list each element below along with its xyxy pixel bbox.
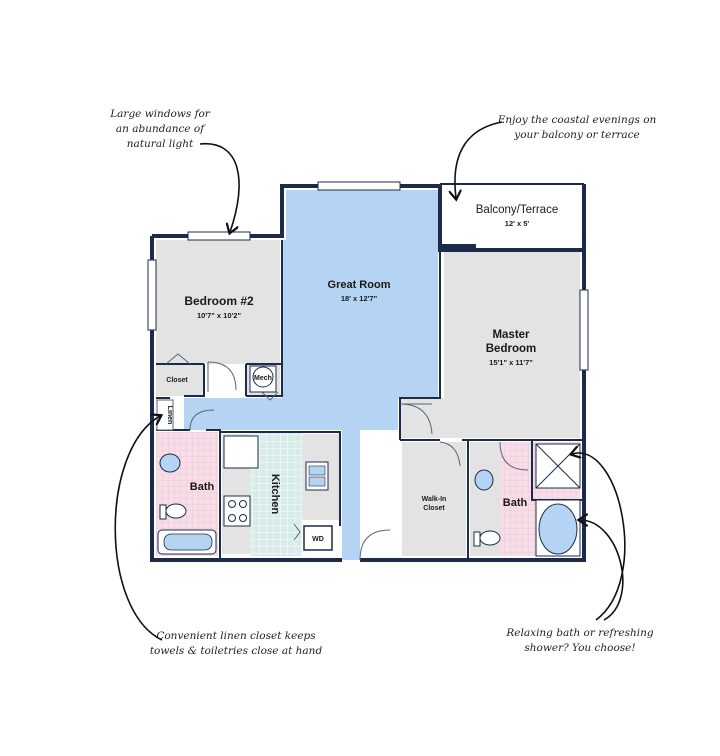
callout-balcony-arrow [455,121,503,198]
bath1-label: Bath [190,481,215,493]
windows [147,181,589,371]
bath2-toilet [479,530,501,546]
mech-unit [252,366,274,388]
stove [223,495,251,527]
callout-windows-line2: an abundance of [116,123,206,135]
master-dims: 15'1" x 11'7" [489,358,533,367]
callout-bath-line2: shower? You choose! [524,642,635,654]
mech-label: Mech [254,375,272,382]
bathtub-oval [538,503,578,555]
balcony-floor [440,188,580,246]
floors [156,188,580,560]
interior-walls [156,240,584,560]
balcony-dims: 12' x 5' [505,219,530,228]
doors [165,353,529,561]
fixtures [156,365,581,557]
great-room-floor [184,190,438,560]
closet-label: Closet [166,377,188,384]
fridge [223,435,259,469]
great-room-dims: 18' x 12'7" [341,294,378,303]
bath2-sink [474,469,494,491]
callout-bath-line1: Relaxing bath or refreshing [505,627,653,639]
walkin-line2: Closet [423,505,445,512]
callout-balcony: Enjoy the coastal evenings on your balco… [455,114,657,198]
bath1-sink [159,453,181,473]
callout-balcony-line1: Enjoy the coastal evenings on [497,114,657,126]
bedroom2-floor [156,240,280,364]
bedroom2-dims: 10'7" x 10'2" [197,311,241,320]
bedroom2-name: Bedroom #2 [184,294,254,308]
callout-linen-arrow [114,416,162,641]
balcony-name: Balcony/Terrace [476,204,558,216]
closet-floor [156,364,204,396]
callout-windows-line1: Large windows for [109,108,211,120]
callout-bath: Relaxing bath or refreshing shower? You … [505,453,654,654]
washer-dryer [303,525,333,551]
master-name-line1: Master [492,329,530,341]
walkin-floor [402,442,466,556]
callout-windows-line3: natural light [127,138,194,150]
linen-label: Linen [166,406,173,425]
room-labels: Bedroom #2 10'7" x 10'2" Great Room 18' … [166,204,558,543]
wd-label: WD [312,536,324,543]
master-floor [444,250,580,438]
kitchen-label: Kitchen [269,474,281,515]
bath2-label: Bath [503,497,528,509]
callout-windows-arrow [199,143,240,232]
callout-linen-line2: towels & toiletries close at hand [150,645,323,657]
callout-linen-line1: Convenient linen closet keeps [156,630,316,642]
walkin-line1: Walk-In [422,496,447,503]
great-room-name: Great Room [328,279,391,291]
callout-linen: Convenient linen closet keeps towels & t… [114,416,323,657]
kitchen-floor [250,432,302,556]
callout-bath-arrow [572,453,626,621]
bath1-toilet [165,503,187,519]
callout-balcony-line2: your balcony or terrace [513,129,639,141]
callout-bath-arrow-2 [580,520,624,621]
callout-windows: Large windows for an abundance of natura… [109,108,240,232]
master-name-line2: Bedroom [486,343,536,355]
